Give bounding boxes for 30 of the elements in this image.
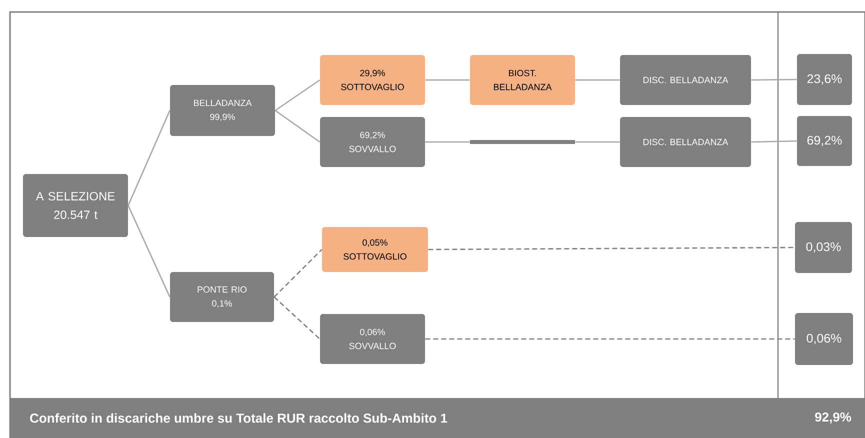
connector-line <box>425 338 795 340</box>
process-box: A SELEZIONE 20.547 t <box>23 174 128 237</box>
process-box: 69,2% <box>797 116 852 166</box>
process-box: PONTE RIO 0,1% <box>170 272 274 322</box>
process-box: BIOST. BELLADANZA <box>470 55 575 105</box>
connector-line <box>575 141 620 143</box>
connector-line <box>274 110 320 143</box>
connector-line <box>425 141 470 143</box>
process-box: 0,06% <box>795 313 853 365</box>
process-box: 69,2% SOVVALLO <box>320 117 425 167</box>
process-box: 23,6% <box>797 54 852 105</box>
connector-line <box>575 79 620 81</box>
connector-line <box>428 246 795 250</box>
bar-shape <box>470 140 575 144</box>
process-box: 0,05% SOTTOVAGLIO <box>322 227 428 272</box>
connector-line <box>274 249 322 298</box>
process-box: 29,9% SOTTOVAGLIO <box>320 55 425 105</box>
summary-band: Conferito in discariche umbre su Totale RUR raccolto Sub-Ambito 1 92,9% <box>10 398 865 438</box>
process-box: DISC. BELLADANZA <box>620 55 751 105</box>
connector-line <box>751 140 797 143</box>
connector-line <box>425 79 470 81</box>
connector-line <box>274 79 320 112</box>
connector-line <box>274 296 320 340</box>
process-box: DISC. BELLADANZA <box>620 117 751 167</box>
connector-line <box>128 205 170 298</box>
connector-line <box>128 110 170 206</box>
process-box: 0,06% SOVVALLO <box>320 314 425 364</box>
process-box: BELLADANZA 99,9% <box>170 85 275 136</box>
connector-line <box>751 78 797 81</box>
process-box: 0,03% <box>795 222 852 273</box>
